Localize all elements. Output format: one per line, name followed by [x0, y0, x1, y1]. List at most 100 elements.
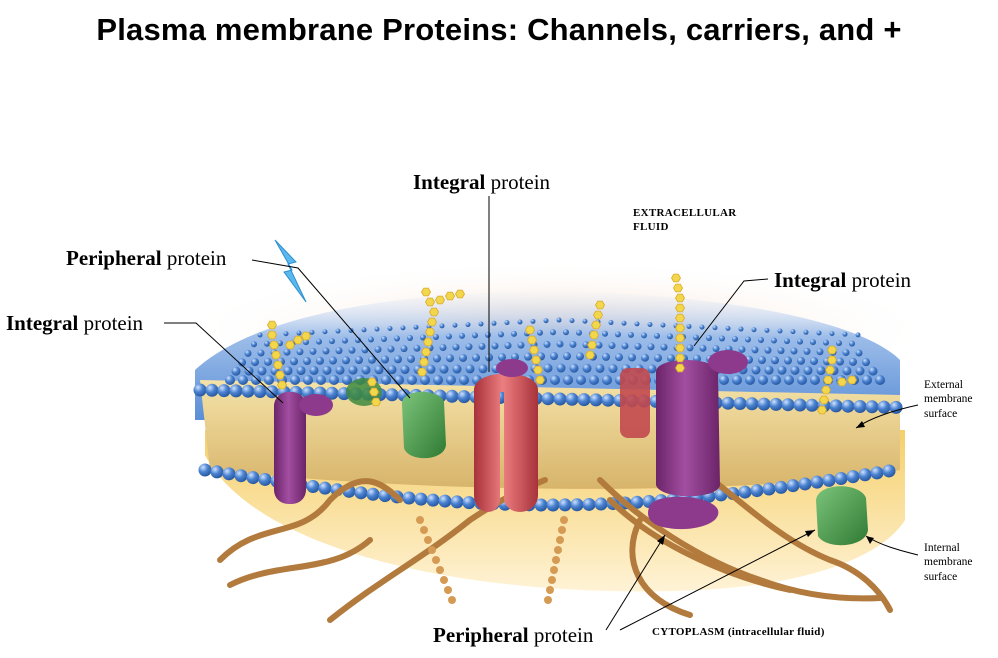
phospholipid-head: [355, 337, 361, 344]
phospholipid-head: [569, 318, 575, 324]
phospholipid-head: [420, 375, 430, 385]
phospholipid-head: [862, 375, 872, 385]
sugar-unit: [675, 343, 685, 353]
phospholipid-head: [745, 375, 755, 385]
phospholipid-head: [660, 343, 668, 351]
phospholipid-head: [686, 344, 694, 352]
sugar-unit: [675, 333, 685, 343]
sugar-unit: [675, 293, 685, 303]
label-peripheral-protein-bottom: Peripheral protein: [433, 625, 593, 646]
phospholipid-head: [803, 347, 811, 355]
phospholipid-head: [234, 469, 248, 483]
phospholipid-head: [462, 496, 476, 510]
label-peripheral-bottom-bold: Peripheral: [433, 623, 529, 647]
phospholipid-head: [750, 484, 764, 498]
phospholipid-head: [805, 398, 819, 412]
phospholipid-head: [504, 320, 510, 326]
carbohydrate-chains: [267, 273, 857, 415]
phospholipid-head: [543, 340, 551, 348]
sugar-unit: [273, 360, 283, 370]
phospholipid-head: [394, 335, 400, 342]
sugar-unit: [267, 330, 277, 340]
phospholipid-head: [361, 365, 371, 375]
phospholipid-head: [855, 366, 865, 376]
phospholipid-head: [264, 340, 270, 347]
phospholipid-head: [855, 349, 863, 357]
phospholipid-head: [329, 338, 335, 345]
phospholipid-head: [322, 329, 328, 335]
sugar-unit: [425, 297, 435, 307]
phospholipid-head: [225, 375, 235, 385]
phospholipid-head: [634, 342, 642, 350]
label-peripheral-bottom-rest: protein: [528, 623, 594, 647]
label-integral-left-rest: protein: [78, 311, 144, 335]
phospholipid-head: [264, 375, 274, 385]
phospholipid-head: [862, 358, 870, 367]
phospholipid-head: [810, 339, 816, 346]
phospholipid-head: [534, 498, 548, 512]
phospholipid-head: [621, 320, 627, 326]
phospholipid-head: [342, 337, 348, 344]
sugar-unit: [371, 397, 381, 407]
phospholipid-head: [374, 326, 380, 332]
sugar-unit: [277, 380, 287, 390]
phospholipid-head: [577, 393, 591, 407]
sugar-unit: [675, 353, 685, 363]
phospholipid-head: [478, 364, 488, 374]
phospholipid-head: [875, 375, 885, 385]
phospholipid-head: [781, 398, 795, 412]
phospholipid-head: [745, 336, 751, 343]
phospholipid-head: [764, 346, 772, 354]
phospholipid-head: [257, 349, 265, 357]
phospholipid-head: [438, 494, 452, 508]
label-integral-right-bold: Integral: [774, 268, 847, 292]
integral-protein-right: [648, 350, 748, 530]
phospholipid-head: [394, 375, 404, 385]
phospholipid-head: [511, 330, 517, 337]
phospholipid-head: [733, 397, 747, 410]
phospholipid-head: [457, 390, 471, 404]
phospholipid-head: [630, 495, 644, 509]
phospholipid-head: [543, 318, 549, 324]
phospholipid-head: [738, 345, 746, 353]
phospholipid-head: [797, 375, 807, 385]
label-integral-protein-top: Integral protein: [413, 172, 550, 193]
label-internal-line2: membrane: [924, 556, 973, 569]
phospholipid-head: [316, 375, 326, 385]
phospholipid-head: [387, 326, 393, 331]
phospholipid-head: [784, 375, 794, 385]
phospholipid-head: [413, 344, 421, 352]
phospholipid-head: [784, 356, 792, 365]
phospholipid-head: [452, 343, 460, 351]
phospholipid-head: [251, 358, 259, 367]
phospholipid-head: [335, 365, 345, 375]
phospholipid-head: [309, 329, 315, 335]
phospholipid-head: [459, 375, 469, 385]
phospholipid-head: [556, 340, 564, 348]
sugar-unit: [591, 320, 601, 330]
phospholipid-head: [264, 357, 272, 366]
phospholipid-head: [602, 352, 610, 361]
phospholipid-head: [853, 400, 867, 413]
phospholipid-head: [265, 385, 279, 399]
phospholipid-head: [841, 399, 855, 413]
phospholipid-head: [517, 341, 525, 349]
phospholipid-head: [725, 325, 731, 331]
phospholipid-head: [774, 480, 788, 494]
label-integral-protein-left: Integral protein: [6, 313, 143, 334]
phospholipid-head: [402, 491, 416, 505]
phospholipid-head: [602, 375, 612, 385]
phospholipid-head: [842, 331, 848, 337]
sugar-unit: [271, 350, 281, 360]
phospholipid-head: [387, 365, 397, 375]
sugar-unit: [675, 363, 685, 373]
phospholipid-head: [777, 365, 787, 375]
phospholipid-head: [205, 383, 219, 397]
sugar-unit: [585, 350, 595, 360]
phospholipid-head: [433, 354, 441, 363]
phospholipid-head: [381, 355, 389, 364]
phospholipid-head: [283, 366, 293, 376]
phospholipid-head: [803, 365, 813, 375]
phospholipid-head: [511, 352, 519, 361]
phospholipid-head: [238, 375, 248, 385]
